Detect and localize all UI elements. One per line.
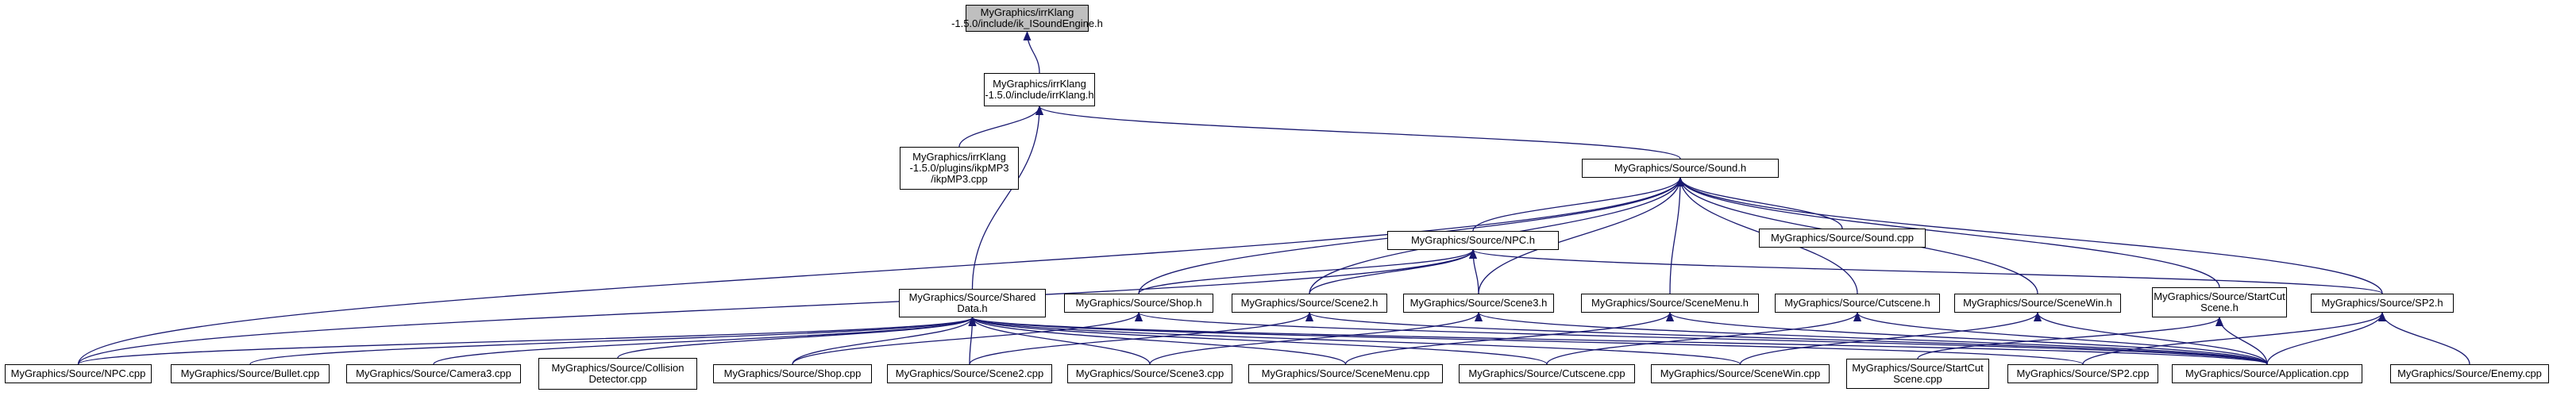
edge-startcutscene_cpp-to-startcutscene_h — [1917, 317, 2223, 359]
node-ikpmp3-cpp[interactable]: MyGraphics/irrKlang -1.5.0/plugins/ikpMP… — [900, 147, 1019, 190]
node-scenewin-cpp[interactable]: MyGraphics/Source/SceneWin.cpp — [1651, 364, 1830, 383]
edge-scenemenu_cpp-to-scenemenu_h — [1344, 312, 1674, 365]
edge-sound_cpp-to-sound_h — [1676, 177, 1843, 229]
node-startcutscene-cpp[interactable]: MyGraphics/Source/StartCut Scene.cpp — [1846, 359, 1989, 389]
edge-cutscene_cpp-to-cutscene_h — [1546, 312, 1861, 365]
node-scenemenu-cpp[interactable]: MyGraphics/Source/SceneMenu.cpp — [1248, 364, 1443, 383]
edge-scene3_cpp-to-scene3_h — [1149, 312, 1483, 365]
node-shop-h[interactable]: MyGraphics/Source/Shop.h — [1064, 294, 1213, 313]
node-sound-h[interactable]: MyGraphics/Source/Sound.h — [1582, 159, 1779, 178]
edge-npc_cpp-to-npc_h — [77, 249, 1477, 365]
edge-sp2_cpp-to-sp2_h — [2082, 312, 2386, 365]
edge-enemy_cpp-to-sp2_h — [2378, 312, 2470, 365]
edge-scene2_cpp-to-shareddata_h — [968, 317, 977, 365]
edge-scene2_h-to-npc_h — [1309, 249, 1477, 294]
edge-shop_h-to-npc_h — [1138, 249, 1477, 294]
edge-irrklang-to-soundengine — [1023, 31, 1040, 74]
node-npc-h[interactable]: MyGraphics/Source/NPC.h — [1387, 231, 1559, 250]
edge-bullet_cpp-to-shareddata_h — [249, 317, 977, 365]
edge-npc_h-to-sound_h — [1472, 177, 1684, 232]
edge-sp2_cpp-to-shareddata_h — [969, 317, 2084, 365]
edge-shop_cpp-to-shop_h — [792, 312, 1143, 365]
node-collisiondetector-cpp[interactable]: MyGraphics/Source/Collision Detector.cpp — [538, 358, 697, 390]
edge-shareddata_h-to-irrklang — [971, 106, 1043, 290]
node-enemy-cpp[interactable]: MyGraphics/Source/Enemy.cpp — [2390, 364, 2549, 383]
edge-npc_cpp-to-sound_h — [77, 177, 1684, 365]
edge-npc_cpp-to-shareddata_h — [77, 317, 977, 365]
edge-scene3_h-to-npc_h — [1469, 249, 1479, 294]
edge-collision_cpp-to-shareddata_h — [617, 317, 977, 359]
node-sp2-h[interactable]: MyGraphics/Source/SP2.h — [2311, 294, 2454, 313]
edge-ikpmp3-to-irrklang — [958, 106, 1043, 148]
edge-application_cpp-to-sp2_h — [2266, 312, 2386, 365]
node-cutscene-h[interactable]: MyGraphics/Source/Cutscene.h — [1775, 294, 1940, 313]
node-scenemenu-h[interactable]: MyGraphics/Source/SceneMenu.h — [1581, 294, 1759, 313]
edge-scene3_h-to-sound_h — [1478, 177, 1684, 294]
node-application-cpp[interactable]: MyGraphics/Source/Application.cpp — [2172, 364, 2362, 383]
node-npc-cpp[interactable]: MyGraphics/Source/NPC.cpp — [5, 364, 152, 383]
node-startcutscene-h[interactable]: MyGraphics/Source/StartCut Scene.h — [2152, 287, 2287, 317]
edge-scenewin_cpp-to-scenewin_h — [1739, 312, 2042, 365]
edge-sp2_h-to-sound_h — [1676, 177, 2383, 294]
node-shop-cpp[interactable]: MyGraphics/Source/Shop.cpp — [713, 364, 872, 383]
node-scene3-h[interactable]: MyGraphics/Source/Scene3.h — [1403, 294, 1554, 313]
node-ik-isoundengine-h[interactable]: MyGraphics/irrKlang -1.5.0/include/ik_IS… — [951, 5, 1103, 32]
edge-application_cpp-to-scene2_h — [1305, 312, 2268, 365]
edge-scenemenu_h-to-sound_h — [1669, 177, 1684, 294]
node-scene3-cpp[interactable]: MyGraphics/Source/Scene3.cpp — [1067, 364, 1232, 383]
edge-scene2_cpp-to-scene2_h — [969, 312, 1313, 365]
edge-scenewin_cpp-to-shareddata_h — [968, 317, 1741, 365]
edge-shop_cpp-to-shareddata_h — [792, 317, 977, 365]
edge-application_cpp-to-scenemenu_h — [1666, 312, 2268, 365]
edge-application_cpp-to-shareddata_h — [969, 317, 2268, 365]
edge-startcutscene_h-to-sound_h — [1676, 177, 2220, 288]
node-sp2-cpp[interactable]: MyGraphics/Source/SP2.cpp — [2007, 364, 2158, 383]
edge-sound_h-to-irrklang — [1035, 106, 1681, 160]
edge-application_cpp-to-scenewin_h — [2034, 312, 2268, 365]
node-scene2-cpp[interactable]: MyGraphics/Source/Scene2.cpp — [887, 364, 1052, 383]
node-cutscene-cpp[interactable]: MyGraphics/Source/Cutscene.cpp — [1459, 364, 1635, 383]
edge-application_cpp-to-scene3_h — [1475, 312, 2268, 365]
node-scenewin-h[interactable]: MyGraphics/Source/SceneWin.h — [1954, 294, 2121, 313]
node-scene2-h[interactable]: MyGraphics/Source/Scene2.h — [1232, 294, 1387, 313]
node-camera3-cpp[interactable]: MyGraphics/Source/Camera3.cpp — [346, 364, 521, 383]
edge-application_cpp-to-startcutscene_h — [2215, 317, 2268, 365]
edge-scene3_cpp-to-shareddata_h — [968, 317, 1151, 365]
node-irrklang-h[interactable]: MyGraphics/irrKlang -1.5.0/include/irrKl… — [984, 73, 1095, 106]
edge-cutscene_cpp-to-shareddata_h — [968, 317, 1548, 365]
edge-scenemenu_cpp-to-shareddata_h — [968, 317, 1347, 365]
node-bullet-cpp[interactable]: MyGraphics/Source/Bullet.cpp — [171, 364, 330, 383]
node-shareddata-h[interactable]: MyGraphics/Source/Shared Data.h — [899, 289, 1046, 317]
edge-sp2_h-to-npc_h — [1469, 249, 2383, 294]
node-sound-cpp[interactable]: MyGraphics/Source/Sound.cpp — [1759, 229, 1926, 248]
